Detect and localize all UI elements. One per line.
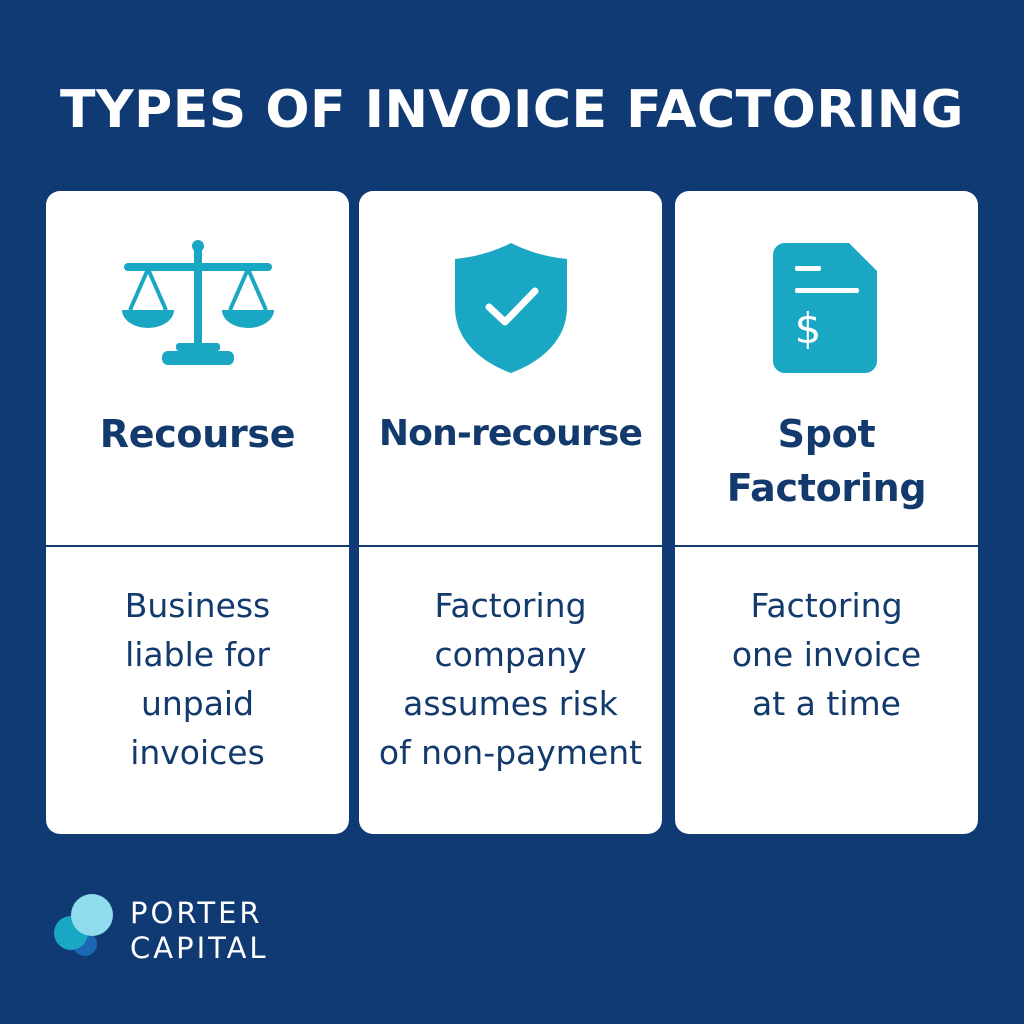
- card-description-line: invoices: [130, 733, 265, 772]
- card-description-line: assumes risk: [403, 684, 618, 723]
- card-divider: [675, 545, 978, 547]
- card-divider: [359, 545, 662, 547]
- card-description-line: unpaid: [140, 684, 255, 723]
- card-description-line: of non-payment: [378, 733, 643, 772]
- card-heading: Recourse: [46, 407, 349, 547]
- card-heading: Non-recourse: [359, 407, 662, 547]
- card-heading-line: Recourse: [99, 412, 296, 456]
- shield-check-icon: [359, 237, 662, 377]
- card-description-line: Factoring: [434, 586, 587, 625]
- card-description: Factoring company assumes risk of non-pa…: [359, 581, 662, 777]
- card-description-line: company: [434, 635, 587, 674]
- card-recourse: Recourse Business liable for unpaid invo…: [46, 191, 349, 834]
- brand-name-line: CAPITAL: [130, 931, 269, 965]
- card-spot-factoring: $ Spot Factoring Factoring one invoice a…: [675, 191, 978, 834]
- card-heading-line: Spot: [777, 412, 876, 456]
- invoice-dollar-icon: $: [675, 237, 978, 377]
- card-heading: Spot Factoring: [675, 407, 978, 547]
- card-description-line: Factoring: [750, 586, 903, 625]
- page-title: TYPES OF INVOICE FACTORING: [60, 80, 964, 140]
- brand-name-line: PORTER: [130, 896, 263, 930]
- card-description: Factoring one invoice at a time: [675, 581, 978, 728]
- card-description-line: liable for: [125, 635, 270, 674]
- card-description-line: one invoice: [731, 635, 922, 674]
- svg-text:$: $: [794, 304, 821, 353]
- card-heading-line: Non-recourse: [378, 413, 643, 454]
- card-description-line: at a time: [752, 684, 901, 723]
- card-divider: [46, 545, 349, 547]
- card-non-recourse: Non-recourse Factoring company assumes r…: [359, 191, 662, 834]
- card-description: Business liable for unpaid invoices: [46, 581, 349, 777]
- brand-name: PORTER CAPITAL: [130, 896, 269, 966]
- scales-icon: [46, 237, 349, 377]
- card-heading-line: Factoring: [726, 466, 927, 510]
- card-description-line: Business: [124, 586, 271, 625]
- porter-capital-logo-icon: [52, 892, 122, 962]
